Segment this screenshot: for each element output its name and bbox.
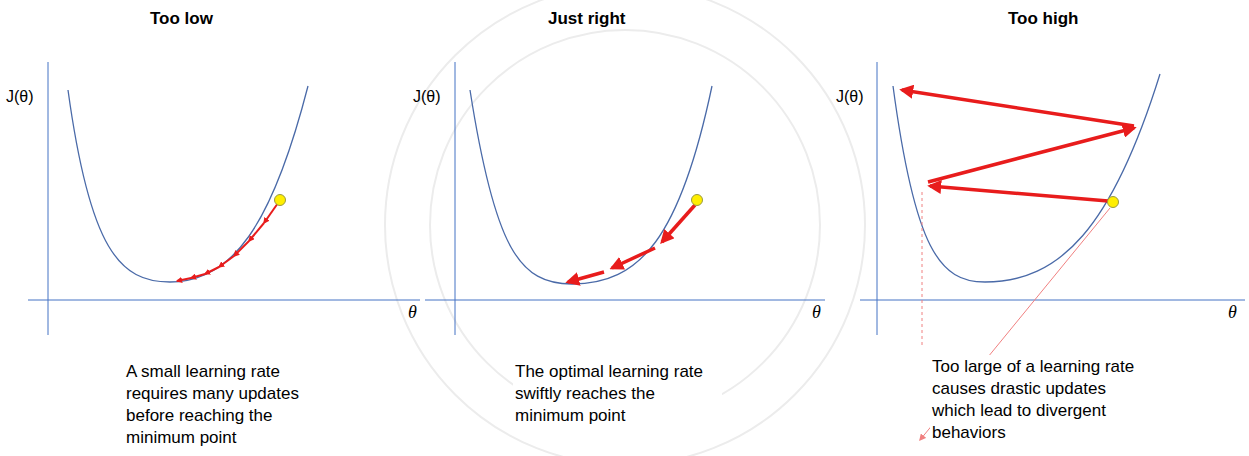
caption-text: A small learning rate requires many upda… [124, 360, 328, 450]
panel-just-right [425, 62, 825, 335]
caption-text: The optimal learning rate swiftly reache… [513, 360, 722, 428]
panel-too-low [28, 62, 420, 335]
axis-label: J(θ) [6, 87, 34, 106]
axis-label: J(θ) [836, 87, 864, 106]
watermark-seal [385, 0, 865, 456]
axis-label: θ [1228, 302, 1237, 324]
axis-label: θ [408, 302, 417, 324]
panel-title: Too high [1008, 9, 1079, 29]
axis-label: J(θ) [413, 87, 441, 106]
caption-text: Too large of a learning rate causes dras… [930, 355, 1139, 445]
panel-title: Just right [548, 9, 625, 29]
axis-label: θ [812, 302, 821, 324]
panel-title: Too low [150, 9, 213, 29]
